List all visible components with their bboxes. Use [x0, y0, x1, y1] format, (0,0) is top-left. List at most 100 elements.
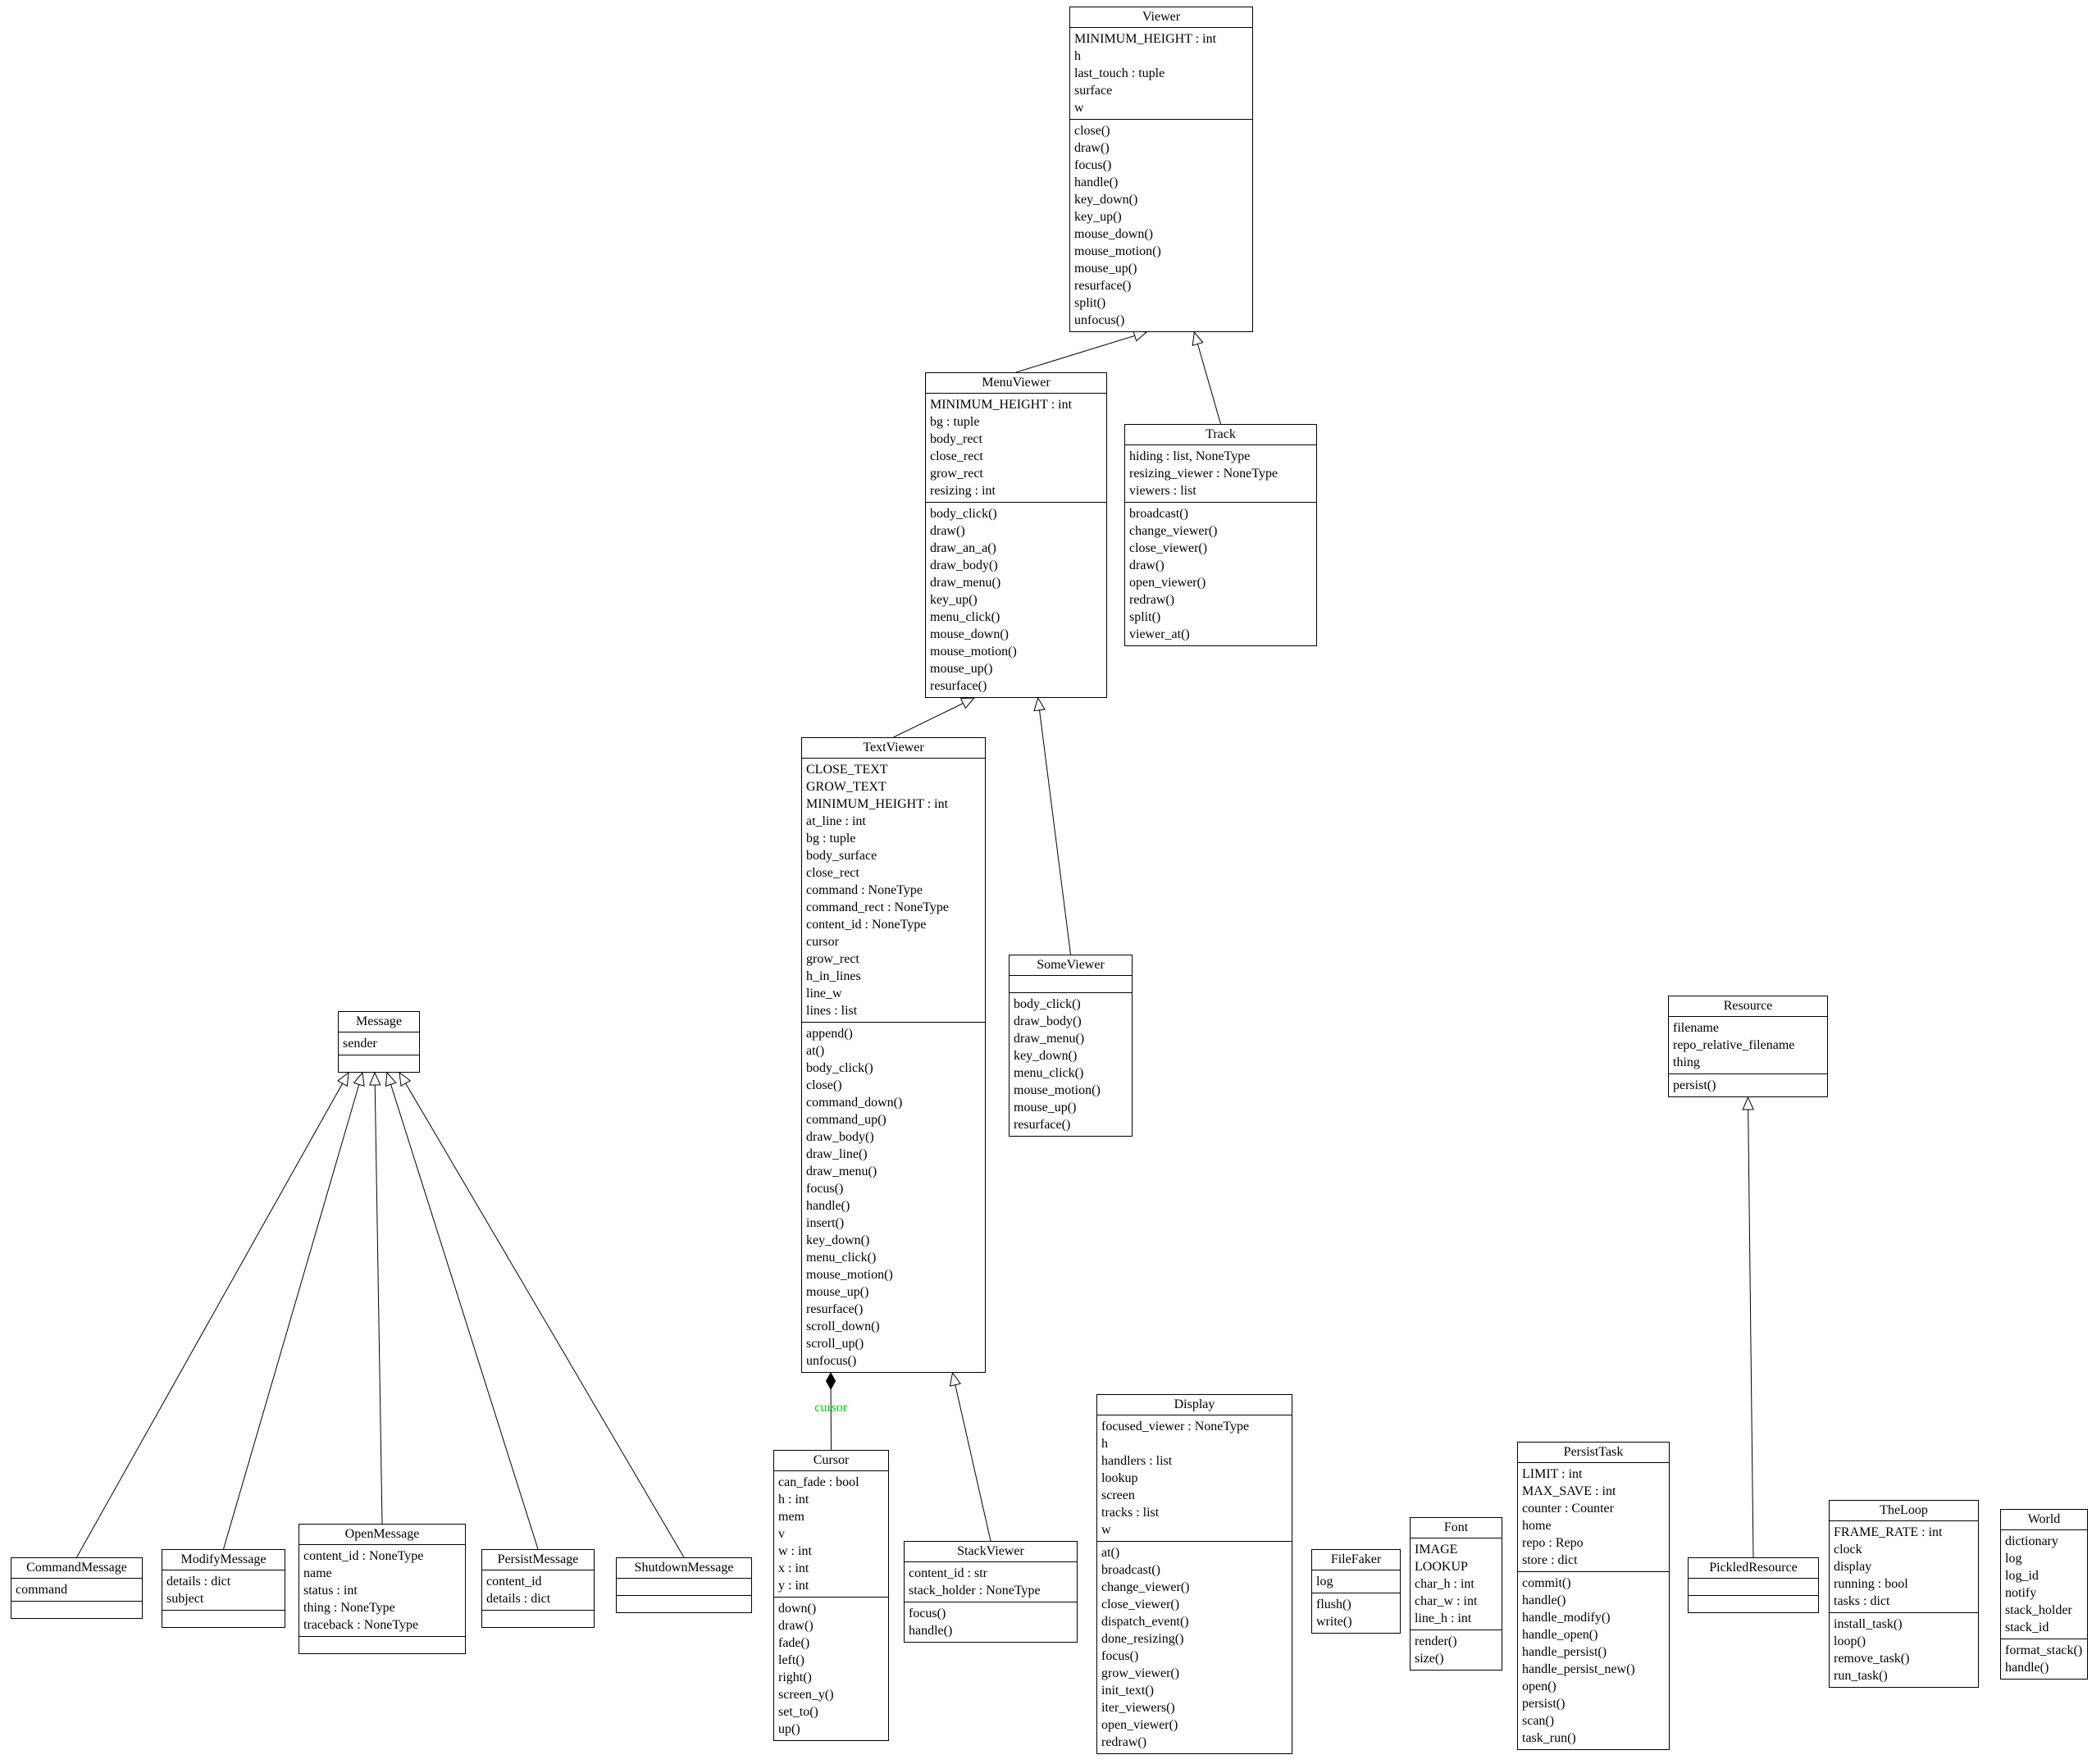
method: mouse_up(): [930, 662, 993, 676]
attribute: mem: [778, 1510, 804, 1524]
attribute: can_fade : bool: [778, 1475, 859, 1489]
attribute: tasks : dict: [1834, 1594, 1890, 1608]
class-methods: [11, 1602, 142, 1618]
method: key_down(): [1014, 1049, 1078, 1063]
attribute: details : dict: [166, 1575, 231, 1589]
method: draw(): [1129, 558, 1165, 572]
edge-inheritance-stackviewer-to-textviewer: [949, 1371, 991, 1542]
method: draw_menu(): [1014, 1032, 1085, 1046]
class-methods: [339, 1055, 419, 1072]
attribute: h: [1074, 49, 1081, 63]
class-methods: render()size(): [1411, 1630, 1502, 1670]
class-attributes: [1689, 1579, 1818, 1596]
class-title: Viewer: [1070, 7, 1252, 28]
class-title: Resource: [1669, 996, 1827, 1017]
method: draw_menu(): [930, 576, 1001, 590]
attribute: line_h : int: [1415, 1611, 1472, 1625]
class-methods: [617, 1596, 751, 1612]
method: open(): [1522, 1680, 1556, 1693]
class-shutdownmessage: ShutdownMessage: [616, 1557, 752, 1613]
attribute: screen: [1101, 1488, 1135, 1502]
attribute: repo_relative_filename: [1673, 1038, 1795, 1052]
class-title: Track: [1125, 425, 1316, 445]
method: write(): [1316, 1615, 1352, 1629]
method: dispatch_event(): [1101, 1615, 1189, 1629]
method: draw_body(): [1014, 1014, 1082, 1028]
attribute: focused_viewer : NoneType: [1101, 1420, 1250, 1434]
method: change_viewer(): [1129, 524, 1218, 538]
method: loop(): [1834, 1634, 1866, 1648]
method: init_text(): [1101, 1684, 1154, 1698]
attribute: cursor: [806, 935, 839, 949]
attribute: x : int: [778, 1561, 809, 1575]
method: fade(): [778, 1636, 810, 1650]
attribute: v: [778, 1527, 785, 1541]
edge-label-cursor: cursor: [814, 1401, 848, 1415]
attribute: log: [1316, 1575, 1333, 1589]
attribute: LIMIT : int: [1522, 1467, 1583, 1481]
attribute: MINIMUM_HEIGHT : int: [930, 398, 1073, 412]
method: persist(): [1673, 1078, 1716, 1092]
method: key_up(): [1074, 210, 1122, 224]
method: task_run(): [1522, 1731, 1576, 1745]
method: menu_click(): [1014, 1066, 1084, 1080]
attribute: notify: [2005, 1586, 2037, 1600]
attribute: traceback : NoneType: [303, 1618, 419, 1632]
attribute: details : dict: [486, 1592, 551, 1606]
edge-inheritance-persistmessage-to-message: [385, 1071, 539, 1550]
method: draw_an_a(): [930, 541, 996, 555]
attribute: body_rect: [930, 432, 982, 446]
attribute: running : bool: [1834, 1577, 1908, 1591]
attribute: MAX_SAVE : int: [1522, 1484, 1616, 1498]
attribute: lines : list: [806, 1004, 858, 1018]
attribute: GROW_TEXT: [806, 780, 886, 794]
class-title: Cursor: [774, 1451, 888, 1471]
method: draw_line(): [806, 1147, 868, 1161]
class-title: Display: [1097, 1395, 1292, 1415]
method: draw_body(): [930, 558, 998, 572]
attribute: display: [1834, 1560, 1872, 1574]
class-methods: [162, 1611, 285, 1627]
method: mouse_up(): [1074, 262, 1137, 276]
method: draw_menu(): [806, 1165, 877, 1178]
method: mouse_up(): [806, 1285, 869, 1299]
class-methods: [1689, 1596, 1818, 1612]
method: handle_persist(): [1522, 1645, 1607, 1659]
attribute: clock: [1834, 1543, 1862, 1557]
method: size(): [1415, 1652, 1444, 1666]
class-attributes: log: [1312, 1570, 1400, 1593]
method: handle(): [2005, 1661, 2049, 1675]
method: persist(): [1522, 1697, 1566, 1711]
method: handle_open(): [1522, 1628, 1598, 1642]
attribute: stack_holder : NoneType: [909, 1584, 1041, 1598]
attribute: hiding : list, NoneType: [1129, 449, 1251, 463]
method: left(): [778, 1653, 804, 1667]
attribute: grow_rect: [930, 467, 983, 481]
method: mouse_motion(): [806, 1268, 893, 1282]
attribute: grow_rect: [806, 952, 859, 966]
method: broadcast(): [1101, 1563, 1160, 1577]
class-title: MenuViewer: [926, 373, 1106, 394]
method: scroll_down(): [806, 1320, 880, 1333]
method: unfocus(): [806, 1354, 857, 1368]
method: format_stack(): [2005, 1643, 2083, 1657]
class-methods: commit()handle()handle_modify()handle_op…: [1518, 1572, 1669, 1749]
attribute: name: [303, 1566, 332, 1580]
attribute: bg : tuple: [806, 832, 856, 846]
class-attributes: [1010, 976, 1132, 993]
method: split(): [1129, 610, 1161, 624]
method: right(): [778, 1671, 812, 1684]
class-title: StackViewer: [905, 1542, 1077, 1562]
attribute: command_rect : NoneType: [806, 900, 949, 914]
method: append(): [806, 1027, 853, 1041]
edge-inheritance-openmessage-to-message: [368, 1071, 383, 1525]
